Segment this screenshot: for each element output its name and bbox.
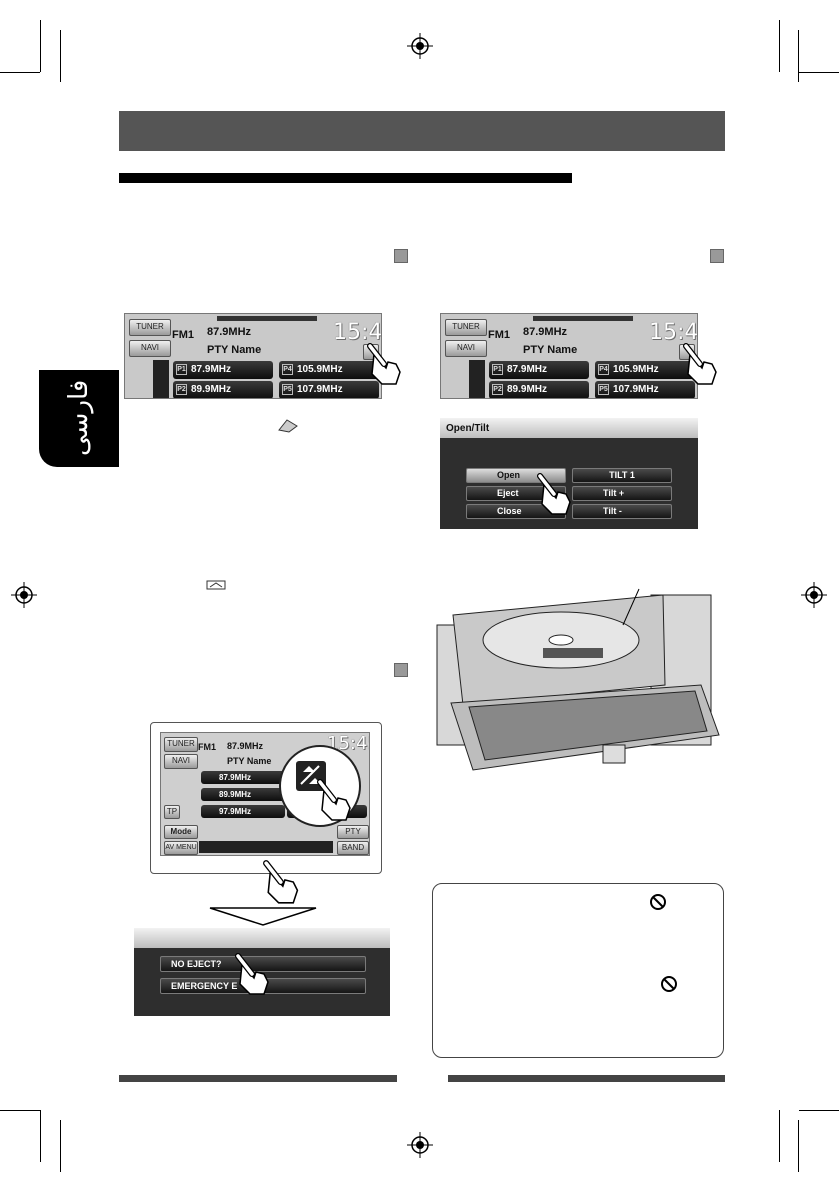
pointing-hand-icon — [683, 343, 717, 385]
pty-name-label: PTY Name — [207, 344, 262, 356]
prohibited-icon — [650, 894, 666, 910]
page-header-bar — [119, 111, 725, 151]
pty-button[interactable]: PTY — [337, 825, 369, 839]
pty-name-label: PTY Name — [227, 756, 272, 766]
footer-bar-right — [448, 1075, 725, 1082]
tuner-button[interactable]: TUNER — [445, 319, 487, 336]
tilt-plus-button[interactable]: Tilt + — [572, 486, 672, 501]
side-strip — [153, 360, 169, 398]
open-tilt-icon — [278, 419, 298, 433]
step-marker — [394, 663, 408, 677]
band-button[interactable]: BAND — [337, 841, 369, 855]
navi-button[interactable]: NAVI — [164, 754, 198, 769]
mode-button[interactable]: Mode — [164, 825, 198, 839]
device-illustration — [436, 588, 720, 771]
crop-mark — [779, 20, 780, 72]
crop-mark — [798, 1120, 799, 1172]
clock: 15:45 — [333, 320, 382, 345]
side-strip — [469, 360, 485, 398]
preset-button[interactable]: 89.9MHz — [201, 788, 285, 801]
crop-mark — [60, 30, 61, 82]
tp-button[interactable]: TP — [164, 805, 180, 819]
navi-button[interactable]: NAVI — [445, 340, 487, 357]
tilt-minus-button[interactable]: Tilt - — [572, 504, 672, 519]
crop-mark — [799, 1110, 839, 1111]
band-label: FM1 — [488, 329, 510, 341]
tilt1-button[interactable]: TILT 1 — [572, 468, 672, 483]
control-bar — [199, 841, 333, 853]
frequency-label: 87.9MHz — [523, 326, 568, 338]
language-tab-label: فارسی — [64, 379, 94, 457]
tuner-button[interactable]: TUNER — [129, 319, 171, 336]
eject-inline-icon — [206, 580, 226, 590]
registration-mark-icon — [407, 33, 433, 59]
pointing-hand-icon — [235, 953, 269, 995]
dialog-title-bar — [134, 928, 390, 948]
no-eject-button[interactable]: NO EJECT? — [160, 956, 366, 972]
indicator-strip — [217, 316, 317, 321]
clock: 15:45 — [649, 320, 698, 345]
band-label: FM1 — [172, 329, 194, 341]
crop-mark — [40, 20, 41, 72]
crop-mark — [40, 1110, 41, 1162]
section-rule — [119, 173, 572, 183]
registration-mark-icon — [801, 582, 827, 608]
av-menu-button[interactable]: AV MENU — [164, 841, 198, 855]
preset-button[interactable]: 97.9MHz — [201, 805, 285, 818]
navi-button[interactable]: NAVI — [129, 340, 171, 357]
pty-name-label: PTY Name — [523, 344, 578, 356]
open-tilt-dialog: Open/Tilt Open Eject Close TILT 1 Tilt +… — [440, 418, 698, 529]
footer-bar-left — [119, 1075, 397, 1082]
eject-button[interactable]: Eject — [466, 486, 566, 501]
pointing-hand-icon — [317, 779, 351, 821]
step-marker — [710, 249, 724, 263]
language-tab: فارسی — [39, 370, 119, 467]
step-marker — [394, 249, 408, 263]
preset-button[interactable]: 87.9MHz — [201, 771, 285, 784]
registration-mark-icon — [407, 1132, 433, 1158]
dialog-title: Open/Tilt — [446, 423, 490, 434]
prohibited-icon — [661, 976, 677, 992]
crop-mark — [0, 1110, 40, 1111]
crop-mark — [779, 1110, 780, 1162]
tuner-screen-right: TUNER NAVI FM1 87.9MHz PTY Name 15:45 P1… — [440, 313, 698, 399]
eject-dialog: NO EJECT? EMERGENCY E — [134, 928, 390, 1016]
pointing-hand-icon — [263, 860, 299, 904]
down-arrow-icon — [209, 907, 317, 926]
note-box — [432, 883, 724, 1058]
crop-mark — [60, 1120, 61, 1172]
pointing-hand-icon — [537, 473, 571, 515]
indicator-strip — [533, 316, 633, 321]
registration-mark-icon — [11, 582, 37, 608]
tuner-screen-left: TUNER NAVI FM1 87.9MHz PTY Name 15:45 P1… — [124, 313, 382, 399]
tuner-button[interactable]: TUNER — [164, 737, 198, 752]
frequency-label: 87.9MHz — [207, 326, 252, 338]
crop-mark — [798, 30, 799, 82]
pointing-hand-icon — [367, 343, 401, 385]
crop-mark — [0, 72, 40, 73]
dialog-title-bar — [440, 418, 698, 438]
crop-mark — [799, 72, 839, 73]
frequency-label: 87.9MHz — [227, 741, 264, 751]
band-label: FM1 — [198, 742, 216, 752]
